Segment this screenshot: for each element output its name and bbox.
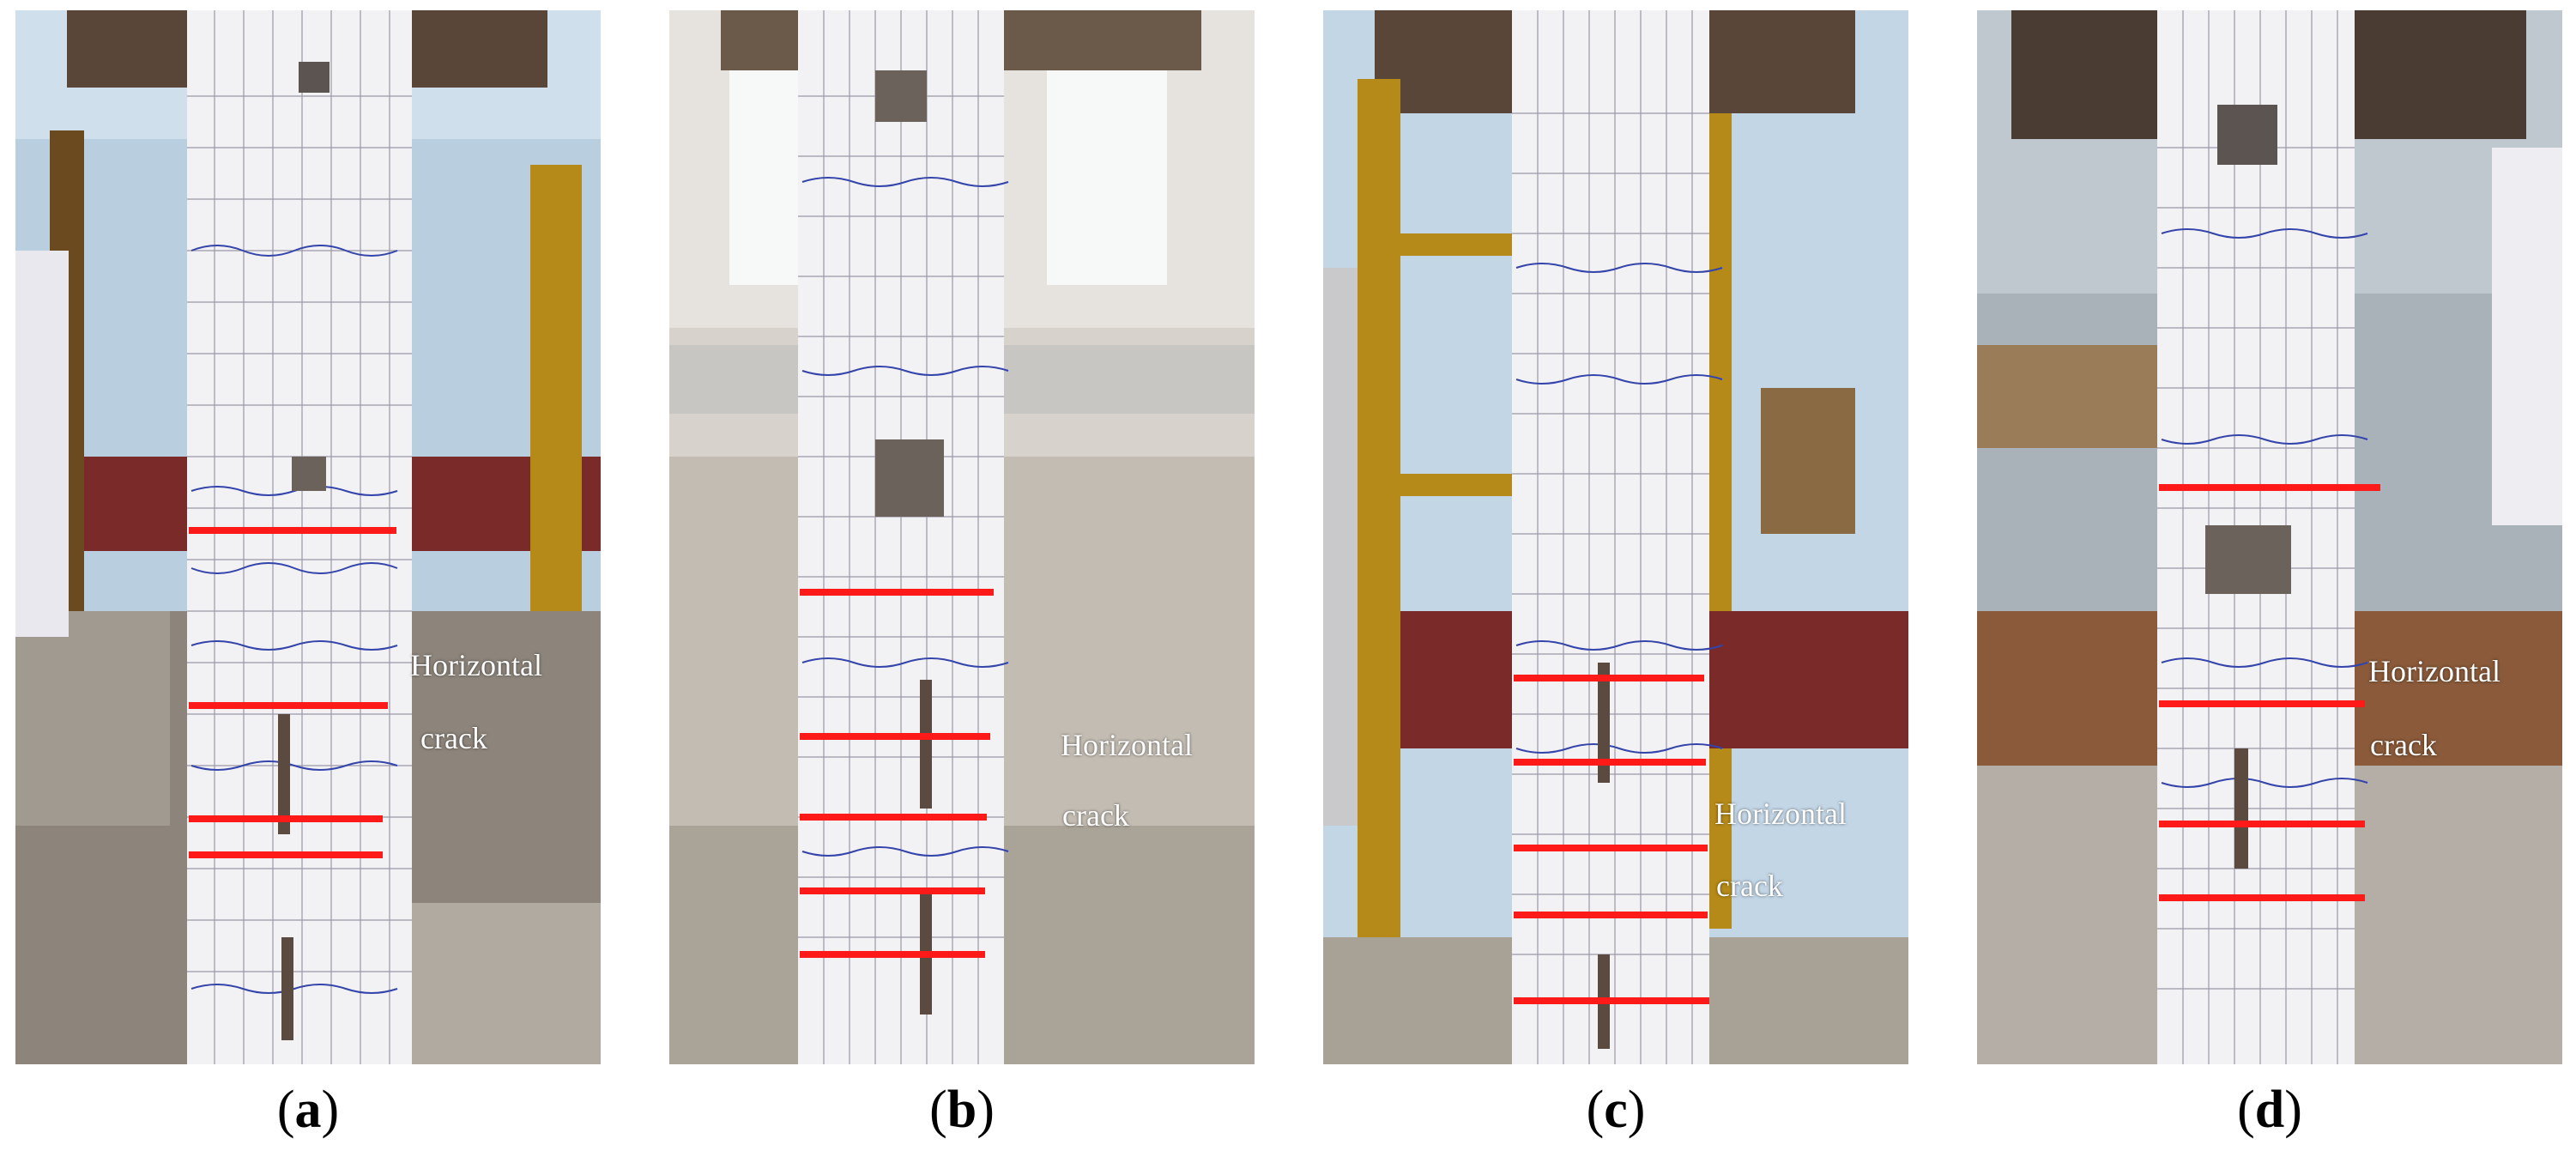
photo-panel-d: Horizontal crack: [1977, 10, 2562, 1064]
photo-panel-c: Horizontal crack: [1323, 10, 1908, 1064]
photo-panel-b: Horizontal crack: [669, 10, 1255, 1064]
caption-d-letter: d: [2254, 1081, 2285, 1139]
column-photo-d: [1977, 10, 2562, 1064]
crack-label-a: crack: [420, 721, 487, 755]
crack-label-b: crack: [1062, 798, 1129, 833]
caption-d: (d): [2237, 1081, 2302, 1139]
caption-b-letter: b: [946, 1081, 977, 1139]
column-photo-a: [15, 10, 601, 1064]
horizontal-label-d: Horizontal: [2368, 654, 2500, 688]
horizontal-label-b: Horizontal: [1061, 728, 1193, 762]
crack-label-c: crack: [1716, 869, 1783, 903]
column-photo-c: [1323, 10, 1908, 1064]
caption-c: (c): [1586, 1081, 1646, 1139]
horizontal-label-c: Horizontal: [1714, 796, 1847, 831]
crack-label-d: crack: [2370, 728, 2437, 762]
column-photo-b: [669, 10, 1255, 1064]
caption-a-letter: a: [294, 1081, 322, 1139]
caption-b: (b): [929, 1081, 995, 1139]
horizontal-label-a: Horizontal: [410, 648, 542, 682]
photo-panel-a: Horizontal crack: [15, 10, 601, 1064]
caption-c-letter: c: [1604, 1081, 1628, 1139]
caption-a: (a): [276, 1081, 340, 1139]
